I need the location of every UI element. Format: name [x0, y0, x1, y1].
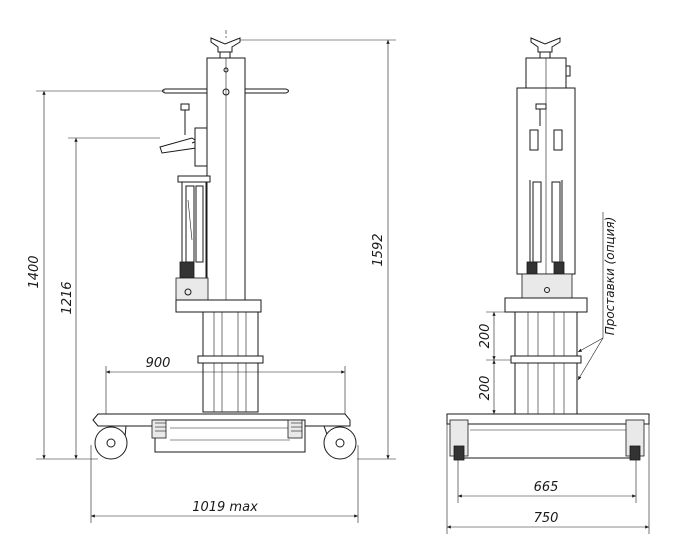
- pump-lever: [159, 103, 208, 167]
- caster-left-icon: [94, 425, 128, 460]
- dim-label-1592: 1592: [371, 233, 386, 266]
- dim-pump-height: 1216: [60, 137, 160, 459]
- dim-overall-width: 750: [446, 420, 650, 534]
- front-lower-column: [510, 311, 582, 415]
- dim-label-1400: 1400: [27, 255, 42, 288]
- saddle-icon: [210, 37, 241, 59]
- front-view: 200 200 Проставки (опция) 665 750: [446, 37, 650, 534]
- pump-assembly: [175, 175, 211, 301]
- dim-handle-height: 1400: [27, 90, 165, 460]
- dim-label-1216: 1216: [60, 281, 75, 314]
- lower-column: [197, 311, 264, 413]
- dim-spacer-lower: 200: [478, 360, 515, 415]
- caster-right-icon: [323, 425, 357, 460]
- dim-label-1019: 1019 max: [192, 500, 258, 515]
- front-pump-assembly: [526, 103, 565, 275]
- dim-label-750: 750: [534, 511, 559, 526]
- side-view: 1400 1216 1592 900 1019 max: [27, 30, 396, 523]
- side-handles: [162, 88, 289, 94]
- spacer-note-label: Проставки (опция): [603, 217, 617, 336]
- dim-overall-height: 1592: [240, 39, 396, 460]
- dim-upper-width: 900: [105, 356, 346, 414]
- base-frame: [92, 413, 351, 453]
- dim-base-length: 1019 max: [90, 445, 359, 523]
- dim-wheel-track: 665: [457, 460, 637, 503]
- dim-label-665: 665: [534, 480, 559, 495]
- dim-label-900: 900: [146, 356, 171, 371]
- saddle-front-icon: [530, 37, 561, 59]
- front-base: [446, 413, 650, 461]
- dim-label-200-lower: 200: [478, 376, 493, 401]
- dim-spacer-upper: 200: [478, 311, 515, 361]
- dim-label-200-upper: 200: [478, 324, 493, 349]
- spacer-note: Проставки (опция): [577, 212, 617, 381]
